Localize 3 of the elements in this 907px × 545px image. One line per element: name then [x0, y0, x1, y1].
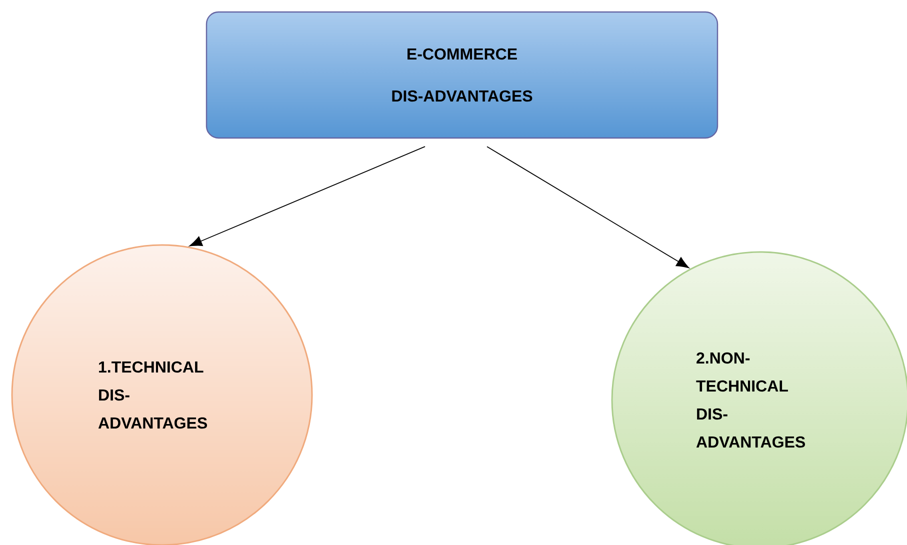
- arrow: [486, 146, 690, 268]
- arrow: [189, 146, 426, 246]
- title-box: E-COMMERCE DIS-ADVANTAGES: [206, 11, 718, 139]
